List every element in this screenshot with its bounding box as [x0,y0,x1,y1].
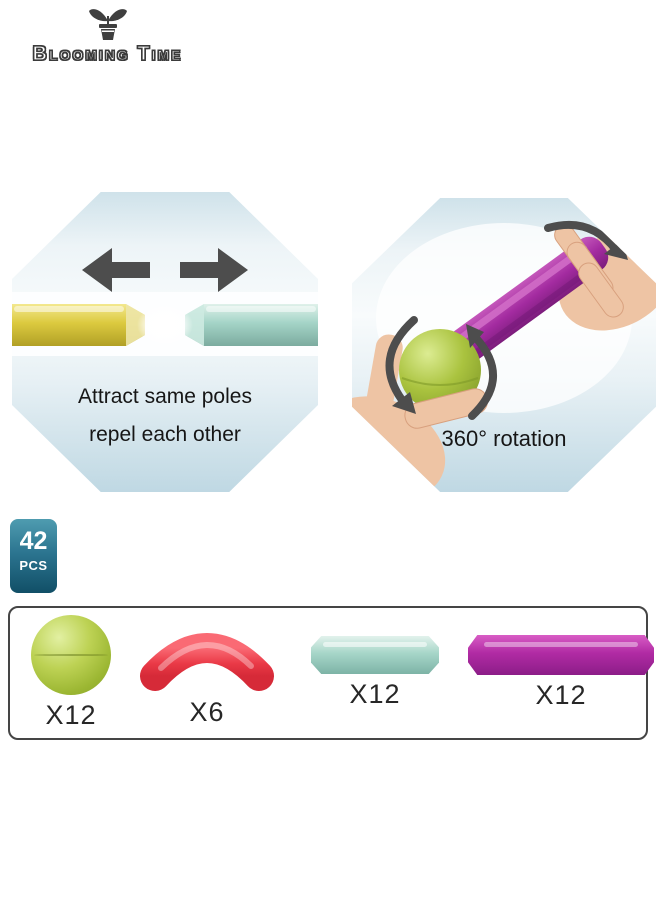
long-bar-icon [468,635,654,675]
feature-attract-panel: Attract same poles repel each other [12,192,318,492]
part-quantity: X12 [535,680,587,710]
short-bar-icon [311,636,439,674]
feature-rotation-panel: 360° rotation [352,198,656,492]
curved-bar-icon [140,633,274,691]
magnetic-glow [137,304,193,346]
pieces-count: 42 [19,527,48,555]
part-curved-bar: X6 [132,618,282,728]
pieces-badge: 42 PCS [10,519,57,593]
plant-icon [88,9,127,40]
attract-illustration [12,248,318,356]
part-quantity: X6 [189,697,225,727]
brand-logo: Blooming Time [10,6,205,66]
pieces-unit: PCS [19,558,48,573]
teal-stick [185,304,318,346]
part-quantity: X12 [349,679,401,709]
right-hand-fingers [554,224,624,318]
feature-attract-caption: Attract same poles repel each other [12,378,318,454]
left-arrow-icon [82,248,150,292]
green-ball [399,329,481,411]
yellow-stick [12,304,145,346]
part-short-bar: X12 [282,636,468,710]
part-quantity: X12 [45,700,97,730]
brand-name: Blooming Time [32,42,183,65]
right-arrow-icon [180,248,248,292]
part-magnetic-ball: X12 [10,615,132,731]
rotation-arrow-icon [385,220,620,420]
parts-list: X12 X6 X12 X12 [8,606,654,740]
feature-rotation-caption: 360° rotation [441,426,567,451]
part-long-bar: X12 [468,635,654,711]
caption-line-2: repel each other [89,423,241,446]
magnetic-ball-icon [31,615,111,695]
caption-line-1: Attract same poles [78,385,252,408]
